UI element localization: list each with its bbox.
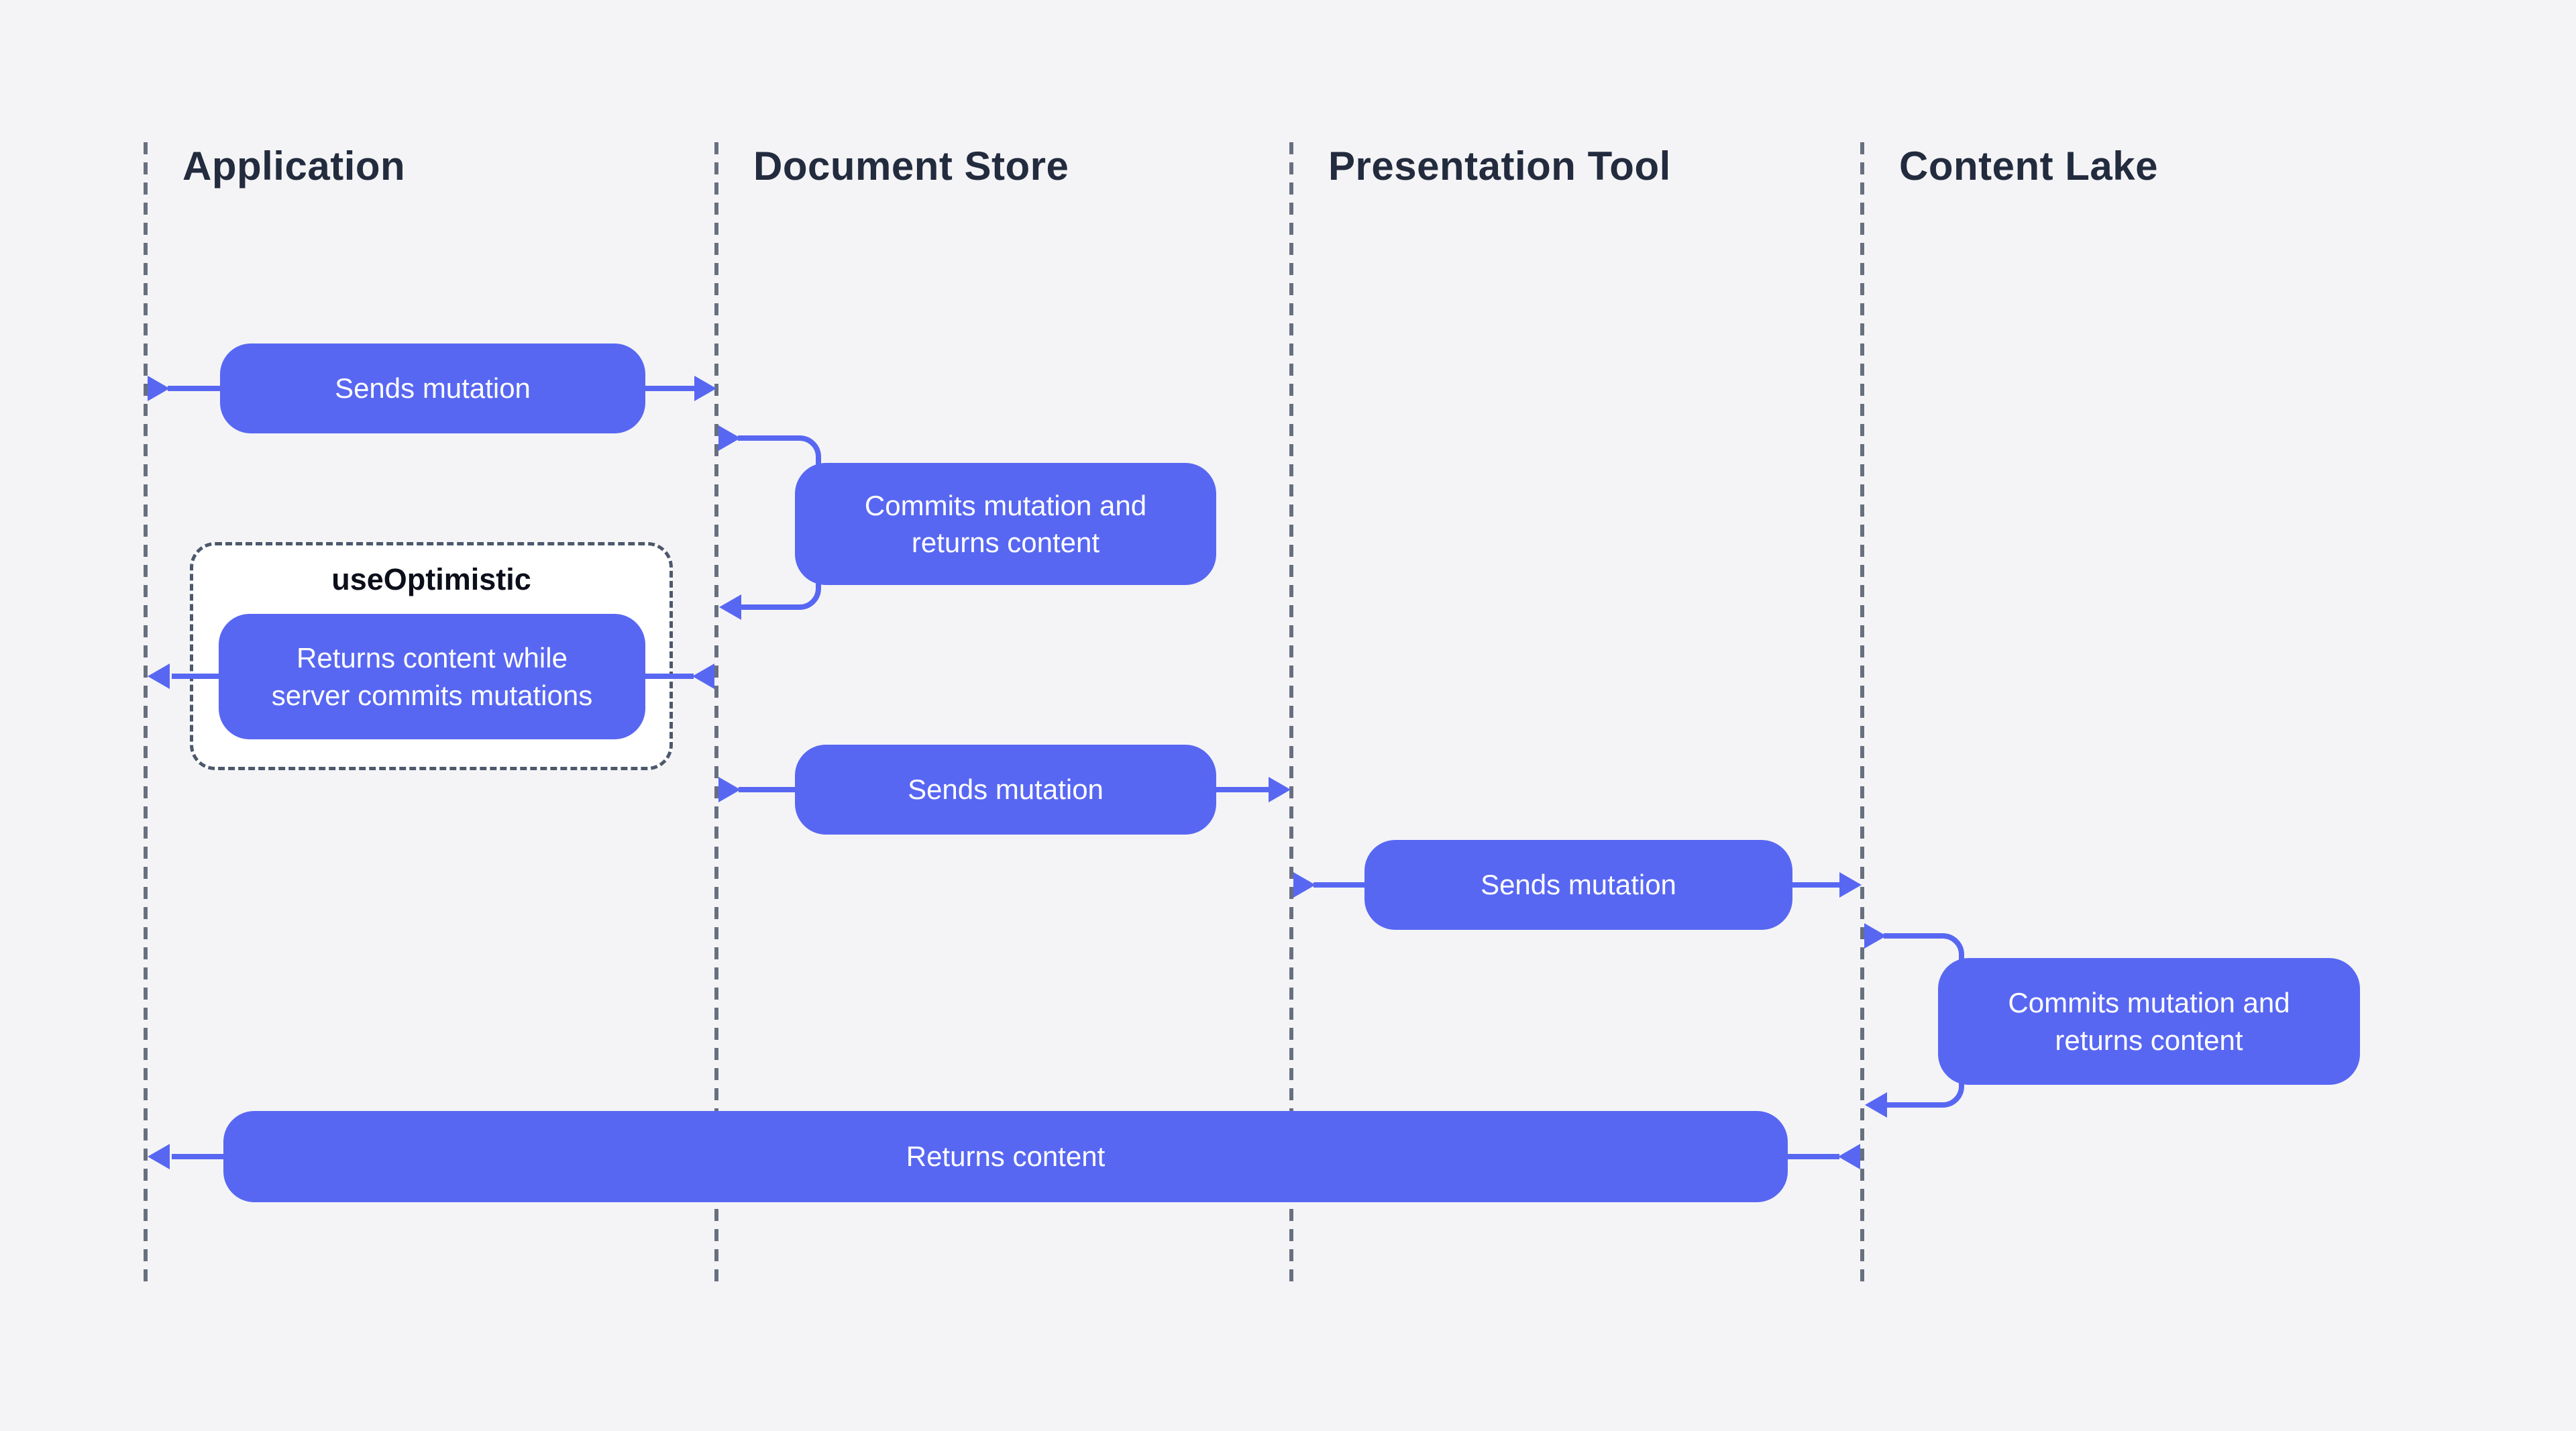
arrow-application-to-document-store <box>148 376 716 401</box>
arrow-document-store-to-presentation-tool <box>718 777 1291 802</box>
arrow-presentation-tool-to-content-lake <box>1293 872 1862 898</box>
message-commits-mutation-document-store: Commits mutation and returns content <box>795 463 1216 585</box>
message-sends-mutation-app-to-docstore: Sends mutation <box>220 343 645 433</box>
actor-label-document-store: Document Store <box>753 144 1069 189</box>
message-returns-content-lake-to-app: Returns content <box>223 1111 1788 1202</box>
message-sends-mutation-docstore-to-presentation: Sends mutation <box>795 745 1216 835</box>
message-commits-mutation-content-lake: Commits mutation and returns content <box>1938 958 2360 1085</box>
actor-label-content-lake: Content Lake <box>1899 144 2159 189</box>
arrow-document-store-to-application <box>148 664 714 689</box>
message-returns-content-while-commits: Returns content while server commits mut… <box>219 614 645 739</box>
useoptimistic-label: useOptimistic <box>331 562 531 596</box>
actor-label-application: Application <box>182 144 406 189</box>
message-sends-mutation-presentation-to-lake: Sends mutation <box>1364 840 1792 930</box>
arrow-content-lake-to-application <box>148 1144 1860 1169</box>
actor-label-presentation-tool: Presentation Tool <box>1328 144 1671 189</box>
